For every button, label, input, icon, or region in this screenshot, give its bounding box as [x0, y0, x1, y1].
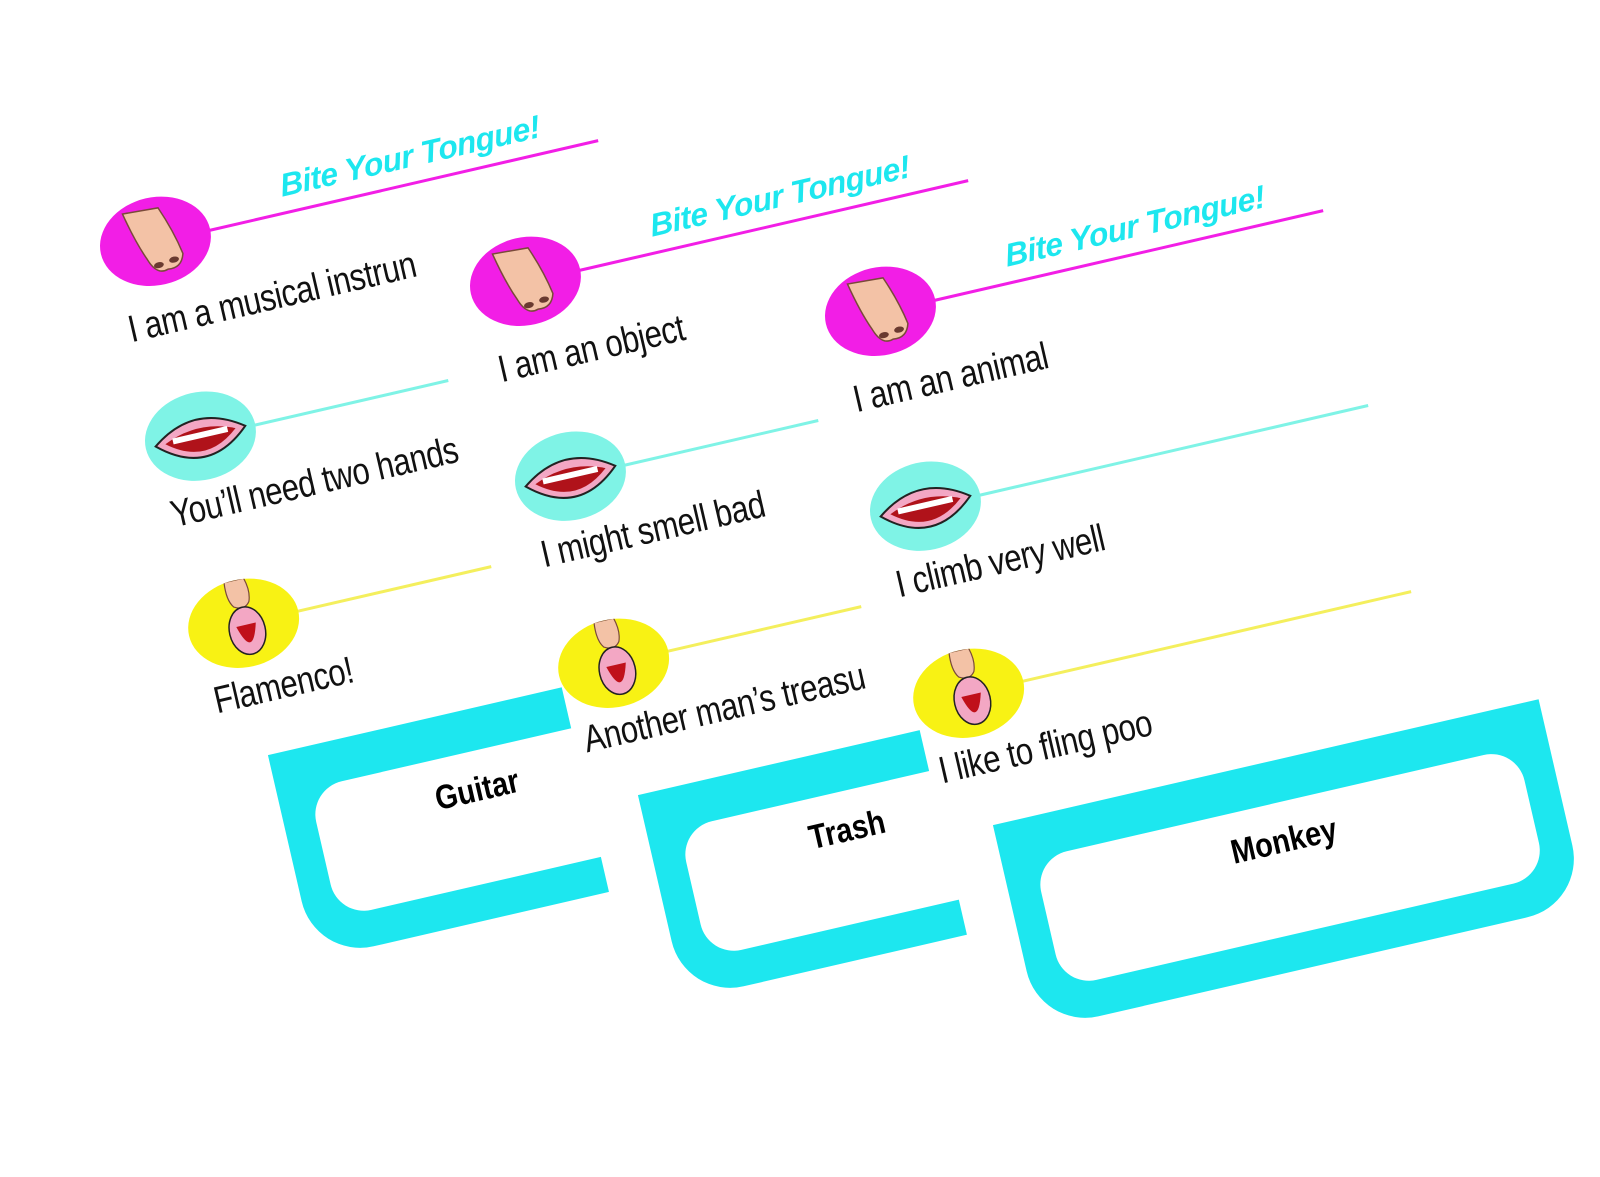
- tongue-icon: [179, 567, 309, 679]
- tongue-icon: [549, 607, 679, 719]
- card-trash: Bite Your Tongue! I am an object I might…: [461, 105, 1467, 1148]
- divider-line: [978, 404, 1369, 497]
- card-title: Bite Your Tongue!: [277, 108, 543, 204]
- divider-line: [1021, 590, 1412, 684]
- nose-icon: [91, 185, 220, 297]
- card-monkey: Bite Your Tongue! I am an animal I climb…: [816, 135, 1600, 1177]
- mouth-icon: [505, 420, 635, 532]
- divider-line: [666, 605, 862, 654]
- answer-word: Monkey: [1227, 810, 1341, 872]
- mouth-icon: [135, 380, 265, 492]
- card-guitar: Bite Your Tongue! I am a musical instrun…: [91, 65, 1097, 1108]
- mouth-icon: [860, 450, 990, 562]
- nose-icon: [461, 225, 590, 337]
- nose-icon: [816, 255, 945, 367]
- tongue-icon: [904, 637, 1034, 749]
- divider-line: [623, 419, 819, 467]
- answer-box: Monkey: [1033, 747, 1547, 988]
- answer-word: Guitar: [431, 761, 523, 819]
